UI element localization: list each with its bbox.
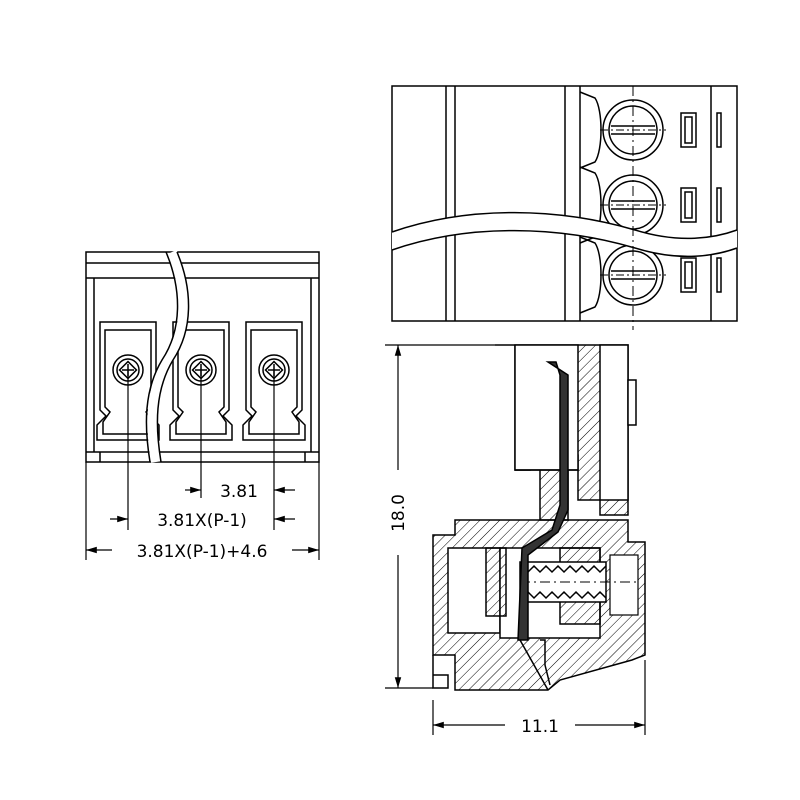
overall-width-dimension-label: 3.81X(P-1)+4.6	[137, 542, 268, 562]
top-view	[391, 85, 738, 330]
pitch-dimension-label: 3.81	[220, 482, 258, 502]
screw-head	[579, 91, 722, 169]
depth-dimension-label: 11.1	[521, 717, 559, 737]
pitch-span-dimension-label: 3.81X(P-1)	[157, 511, 247, 531]
side-section-view	[432, 344, 646, 691]
front-view	[85, 250, 320, 463]
height-dimension-label: 18.0	[389, 494, 409, 532]
